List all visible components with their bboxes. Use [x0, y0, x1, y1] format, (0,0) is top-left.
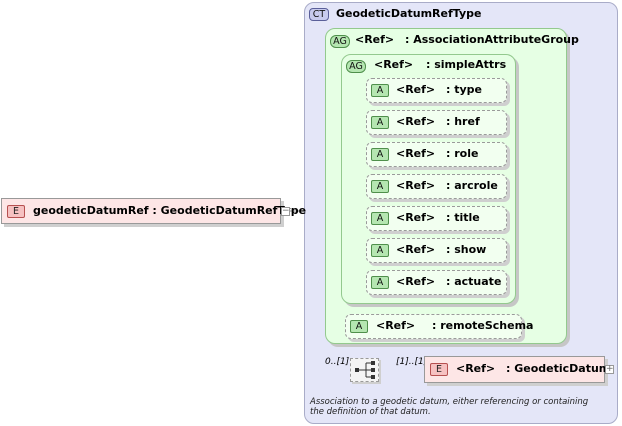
attribute-box[interactable]: [366, 110, 507, 135]
attribute-badge: A: [350, 320, 368, 333]
attribute-box[interactable]: [345, 314, 522, 339]
geodetic-datum-ref: <Ref>: [456, 362, 496, 375]
expand-toggle-icon[interactable]: +: [605, 364, 614, 374]
sequence-occurrence: 0..[1]: [325, 357, 350, 367]
attribute-badge: A: [371, 212, 389, 225]
attribute-box[interactable]: [366, 270, 507, 295]
attribute-ref: <Ref>: [396, 83, 436, 96]
remote-schema-ref: <Ref>: [376, 319, 416, 332]
element-badge: E: [430, 363, 448, 376]
attribute-name: : show: [446, 243, 487, 256]
attribute-name: : actuate: [446, 275, 502, 288]
attribute-ref: <Ref>: [396, 147, 436, 160]
attribute-badge: A: [371, 276, 389, 289]
complex-type-name: GeodeticDatumRefType: [336, 7, 482, 20]
root-element-name: geodeticDatumRef : GeodeticDatumRefType: [33, 204, 307, 217]
attribute-box[interactable]: [366, 78, 507, 103]
attribute-ref: <Ref>: [396, 115, 436, 128]
attribute-name: : title: [446, 211, 480, 224]
attribute-ref: <Ref>: [396, 211, 436, 224]
element-badge: E: [7, 205, 25, 218]
geodetic-datum-name: : GeodeticDatum: [506, 362, 611, 375]
attribute-box[interactable]: [366, 142, 507, 167]
collapse-toggle-icon[interactable]: −: [281, 206, 290, 216]
attribute-name: : href: [446, 115, 480, 128]
simple-attrs-ref: <Ref>: [374, 58, 414, 71]
attribute-badge: A: [371, 116, 389, 129]
attribute-box[interactable]: [366, 238, 507, 263]
root-element-box[interactable]: [1, 198, 281, 224]
attribute-group-badge: AG: [330, 35, 350, 48]
attribute-badge: A: [371, 148, 389, 161]
attribute-name: : type: [446, 83, 482, 96]
attribute-name: : arcrole: [446, 179, 498, 192]
attribute-ref: <Ref>: [396, 179, 436, 192]
geodetic-datum-element[interactable]: [424, 356, 605, 383]
attribute-ref: <Ref>: [396, 275, 436, 288]
attribute-badge: A: [371, 244, 389, 257]
association-group-ref: <Ref>: [355, 33, 395, 46]
complex-type-badge: CT: [309, 8, 329, 21]
attribute-name: : role: [446, 147, 479, 160]
child-occurrence: [1]..[1]: [396, 357, 428, 367]
remote-schema-name: : remoteSchema: [432, 319, 534, 332]
attribute-ref: <Ref>: [396, 243, 436, 256]
attribute-box[interactable]: [366, 174, 507, 199]
attribute-badge: A: [371, 84, 389, 97]
annotation-text: Association to a geodetic datum, either …: [310, 397, 589, 417]
attribute-group-badge: AG: [346, 60, 366, 73]
simple-attrs-name: : simpleAttrs: [426, 58, 507, 71]
association-group-name: : AssociationAttributeGroup: [405, 33, 579, 46]
attribute-box[interactable]: [366, 206, 507, 231]
attribute-badge: A: [371, 180, 389, 193]
